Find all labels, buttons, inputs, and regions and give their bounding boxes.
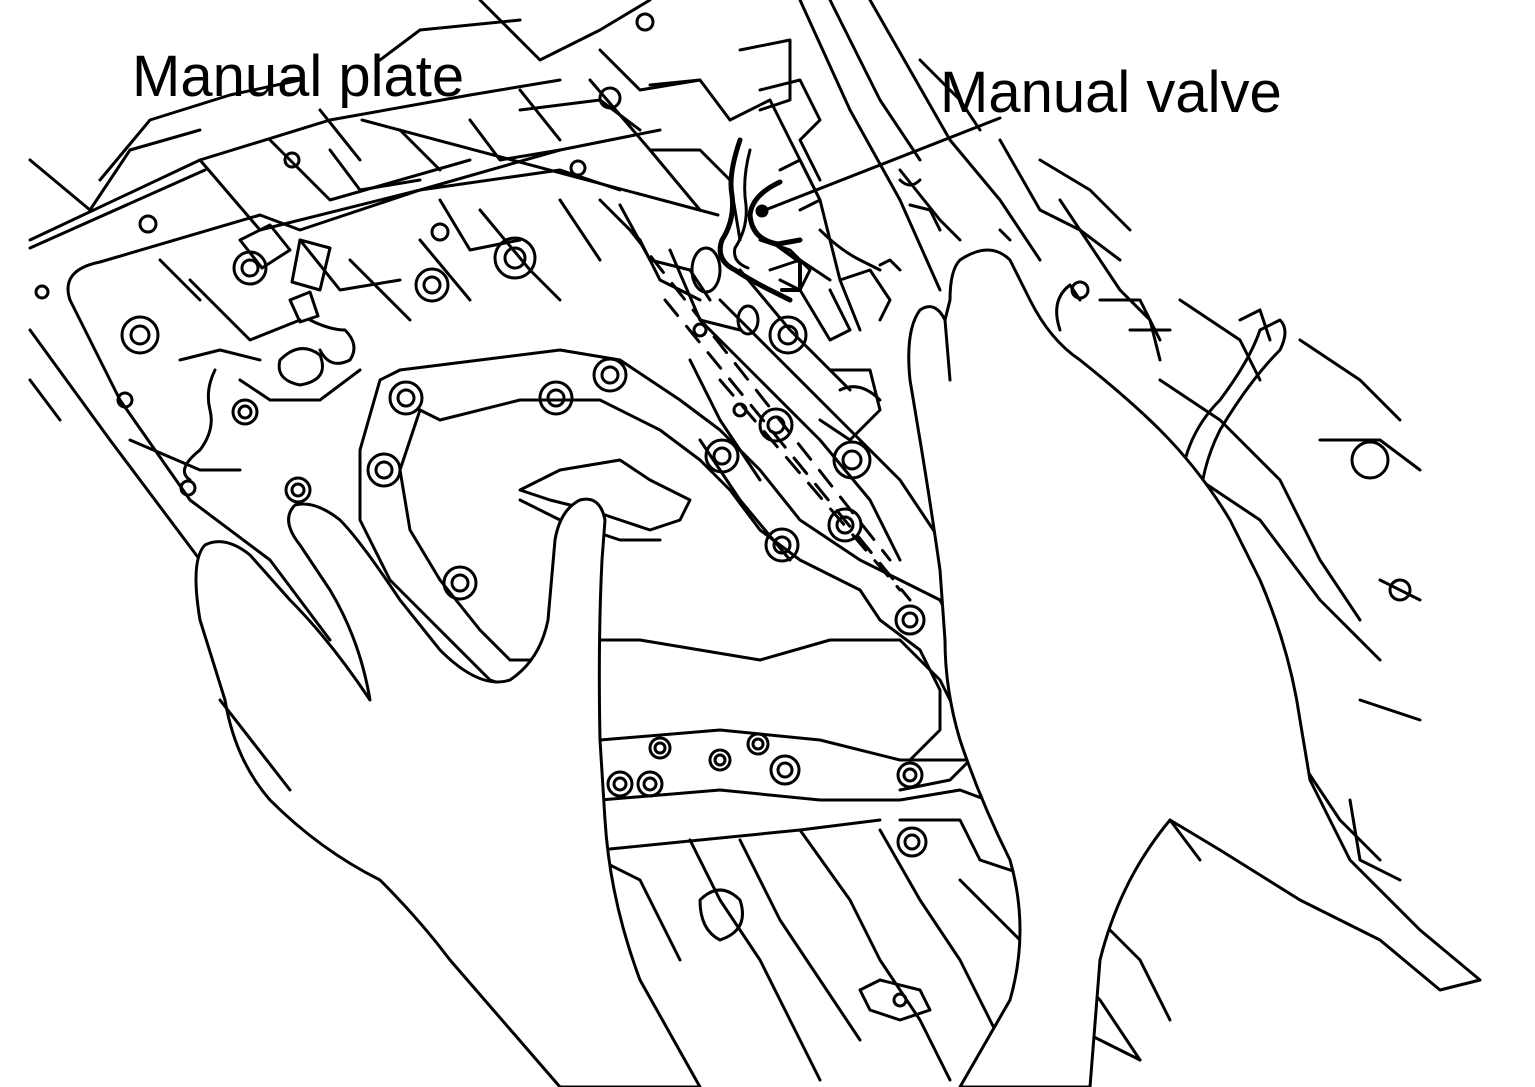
bolt	[896, 761, 924, 789]
bolt	[896, 826, 928, 858]
left-hand	[194, 497, 702, 1087]
bolt	[606, 770, 634, 798]
bolt	[894, 604, 926, 636]
bolt	[704, 438, 740, 474]
bolt	[366, 452, 402, 488]
bolt	[120, 315, 160, 355]
bolt	[769, 754, 801, 786]
bolt	[768, 315, 808, 355]
bolt	[414, 267, 450, 303]
bolt	[758, 407, 794, 443]
leader-line-manual-valve	[758, 116, 1002, 214]
bolt	[827, 507, 863, 543]
manual-plate-label: Manual plate	[132, 44, 465, 109]
bolt	[648, 736, 672, 760]
gasket-plate	[358, 348, 972, 792]
valve-body-right	[618, 0, 1422, 882]
bolt	[746, 732, 770, 756]
bolt	[538, 380, 574, 416]
manual-plate	[717, 137, 793, 303]
bolt	[442, 565, 478, 601]
manual-valve-label: Manual valve	[940, 60, 1282, 125]
bolt	[284, 476, 312, 504]
bolt	[832, 440, 872, 480]
bolt	[764, 527, 800, 563]
bolt	[592, 357, 628, 393]
bolt	[388, 380, 424, 416]
bolt	[636, 770, 664, 798]
bolt	[708, 748, 732, 772]
right-hand	[907, 248, 1482, 1087]
manual-valve	[747, 179, 803, 292]
bolt	[493, 236, 537, 280]
leader-line-manual-plate	[360, 118, 720, 217]
callout-leaders	[360, 116, 1002, 217]
bolt	[231, 398, 259, 426]
